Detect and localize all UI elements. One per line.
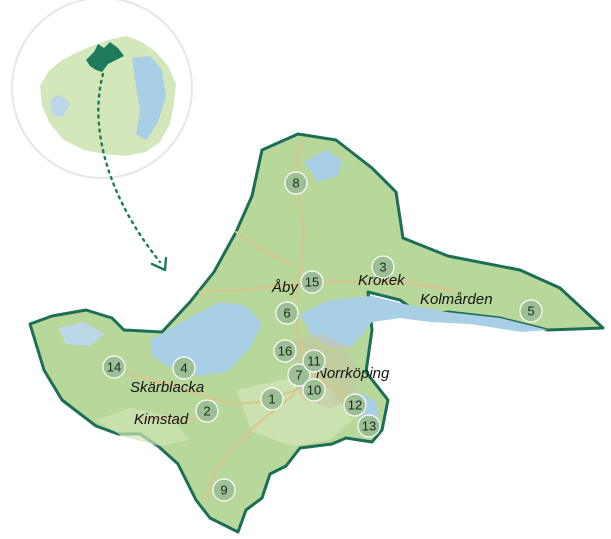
- svg-text:15: 15: [305, 275, 319, 290]
- svg-text:16: 16: [278, 344, 292, 359]
- place-label-norrkoping: Norrköping: [316, 365, 390, 382]
- map-marker-9[interactable]: 9: [212, 478, 236, 502]
- svg-text:6: 6: [283, 306, 290, 321]
- highlighted-region: [86, 42, 124, 72]
- map-marker-2[interactable]: 2: [195, 399, 219, 423]
- map-marker-4[interactable]: 4: [172, 356, 196, 380]
- place-label-kimstad: Kimstad: [134, 411, 189, 428]
- lake-glan: [150, 302, 262, 376]
- map-marker-1[interactable]: 1: [260, 387, 284, 411]
- map-marker-16[interactable]: 16: [273, 339, 297, 363]
- numbered-markers: 1 2 3 4 5 6 7 8 9 10 11 12 13 14 15 16: [102, 171, 543, 502]
- svg-text:13: 13: [362, 419, 376, 434]
- svg-text:12: 12: [348, 398, 362, 413]
- map-marker-3[interactable]: 3: [371, 255, 395, 279]
- svg-text:11: 11: [307, 354, 321, 369]
- map-marker-15[interactable]: 15: [300, 270, 324, 294]
- inset-lake-small: [50, 94, 70, 118]
- place-label-kolmarden: Kolmården: [420, 291, 493, 308]
- place-labels: Åby Krokek Kolmården Norrköping Skärblac…: [130, 272, 493, 428]
- map-marker-12[interactable]: 12: [343, 393, 367, 417]
- place-label-skarblacka: Skärblacka: [130, 379, 204, 396]
- map-marker-5[interactable]: 5: [519, 299, 543, 323]
- svg-text:7: 7: [295, 368, 302, 383]
- map-marker-8[interactable]: 8: [284, 171, 308, 195]
- svg-text:5: 5: [527, 304, 534, 319]
- map-marker-11[interactable]: 11: [302, 349, 326, 373]
- lake-west: [58, 322, 104, 346]
- place-label-aby: Åby: [271, 279, 299, 296]
- svg-text:4: 4: [180, 361, 187, 376]
- place-label-krokek: Krokek: [358, 272, 406, 289]
- lake-north: [304, 150, 342, 182]
- svg-text:10: 10: [307, 383, 321, 398]
- svg-text:3: 3: [379, 260, 386, 275]
- connector-arrowhead: [150, 256, 168, 272]
- map-marker-6[interactable]: 6: [275, 301, 299, 325]
- svg-text:2: 2: [203, 404, 210, 419]
- open-land: [96, 408, 190, 446]
- bay-braviken: [300, 296, 548, 348]
- svg-text:1: 1: [268, 392, 275, 407]
- map-marker-7[interactable]: 7: [287, 363, 311, 387]
- map-marker-10[interactable]: 10: [302, 378, 326, 402]
- municipality-map: [28, 132, 605, 534]
- map-marker-14[interactable]: 14: [102, 355, 126, 379]
- inset-lake: [132, 56, 166, 140]
- svg-text:14: 14: [107, 360, 121, 375]
- dotted-connector: [97, 72, 162, 264]
- svg-text:9: 9: [220, 483, 227, 498]
- svg-text:8: 8: [292, 176, 299, 191]
- overview-inset: [11, 0, 193, 179]
- map-marker-13[interactable]: 13: [357, 414, 381, 438]
